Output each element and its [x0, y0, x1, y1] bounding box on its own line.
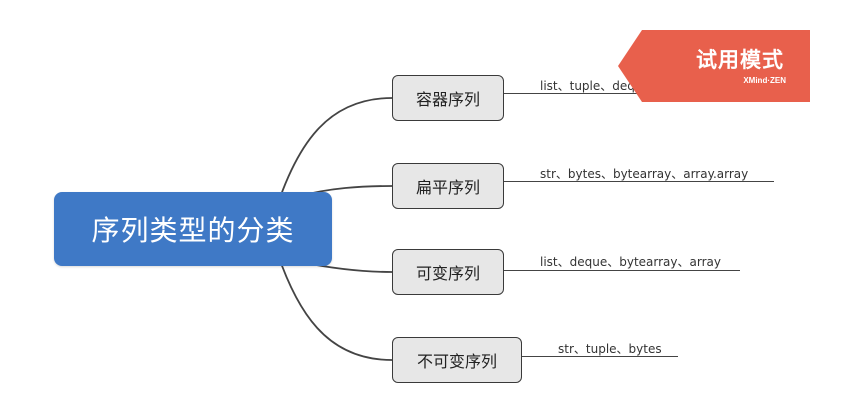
watermark-banner-shape: [618, 30, 810, 102]
trial-mode-watermark: 试用模式 XMind·ZEN: [618, 30, 810, 102]
topic-label: 不可变序列: [416, 352, 497, 371]
leaf-text[interactable]: list、deque、bytearray、array: [540, 255, 721, 269]
topic-mutable-sequence[interactable]: 可变序列: [392, 249, 504, 295]
topic-label: 扁平序列: [415, 178, 480, 197]
watermark-title: 试用模式: [696, 48, 784, 72]
leaf-underline: [504, 93, 664, 94]
leaf-text[interactable]: str、tuple、bytes: [558, 342, 662, 356]
topic-immutable-sequence[interactable]: 不可变序列: [392, 337, 522, 383]
topic-flat-sequence[interactable]: 扁平序列: [392, 163, 504, 209]
leaf-underline: [504, 270, 740, 271]
root-topic-label: 序列类型的分类: [91, 214, 295, 247]
topic-label: 容器序列: [415, 90, 480, 109]
leaf-underline: [522, 356, 678, 357]
leaf-text[interactable]: str、bytes、bytearray、array.array: [540, 167, 749, 181]
leaf-underline: [504, 181, 774, 182]
topic-label: 可变序列: [415, 264, 480, 283]
topic-container-sequence[interactable]: 容器序列: [392, 75, 504, 121]
leaf-text[interactable]: list、tuple、deque: [540, 79, 650, 93]
watermark-brand: XMind·ZEN: [743, 76, 786, 85]
root-topic[interactable]: 序列类型的分类: [54, 192, 332, 266]
